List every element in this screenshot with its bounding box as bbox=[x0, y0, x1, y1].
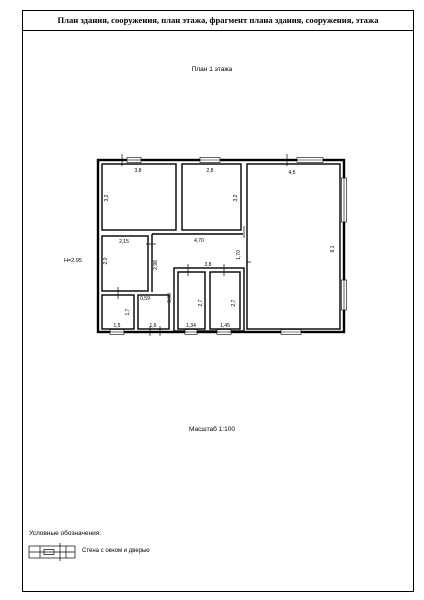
dim-room1-width: 3,8 bbox=[135, 168, 142, 174]
dim-room3-height: 8,1 bbox=[330, 245, 336, 252]
outer-walls bbox=[96, 158, 346, 334]
dim-room2-width: 2,8 bbox=[207, 168, 214, 174]
doors bbox=[117, 154, 288, 336]
dim-wc1-height: 2,7 bbox=[198, 299, 204, 306]
dim-mid-width: 1,6 bbox=[150, 323, 157, 329]
interior-walls bbox=[101, 163, 341, 332]
dim-room2-height: 3,2 bbox=[233, 194, 239, 201]
sheet-frame bbox=[22, 10, 414, 592]
dim-wc2-height: 2,7 bbox=[231, 299, 237, 306]
height-label: H=2.95 bbox=[64, 258, 82, 264]
dim-wc2-width: 1,45 bbox=[220, 323, 230, 329]
sheet-title: План здания, сооружения, план этажа, фра… bbox=[22, 10, 414, 31]
legend-title: Условные обозначения: bbox=[29, 530, 102, 537]
dim-hall-height: 1,70 bbox=[236, 250, 242, 260]
windows bbox=[109, 157, 347, 335]
dim-left-height: 1,7 bbox=[125, 308, 131, 315]
scale-label: Масштаб 1:100 bbox=[189, 426, 235, 433]
dim-corridor-height: 2,98 bbox=[153, 260, 159, 270]
legend-wall-text: Стена с окном и дверью bbox=[82, 548, 150, 554]
dim-room4-width: 2,15 bbox=[119, 239, 129, 245]
dim-room4-height: 2,0 bbox=[103, 257, 109, 264]
dim-room3-width: 4,5 bbox=[289, 170, 296, 176]
dim-left-width: 1,5 bbox=[114, 323, 121, 329]
dim-room1-height: 3,2 bbox=[104, 194, 110, 201]
dim-mid-small: 0,59 bbox=[140, 296, 150, 302]
dim-block-width: 3,8 bbox=[205, 262, 212, 268]
legend-wall-symbol bbox=[28, 543, 76, 561]
dim-wc1-width: 1,34 bbox=[186, 323, 196, 329]
floor-plan-title: План 1 этажа bbox=[191, 66, 233, 73]
dim-hall-width: 4,70 bbox=[194, 238, 204, 244]
dim-mid-height: 3,00 bbox=[167, 293, 173, 303]
